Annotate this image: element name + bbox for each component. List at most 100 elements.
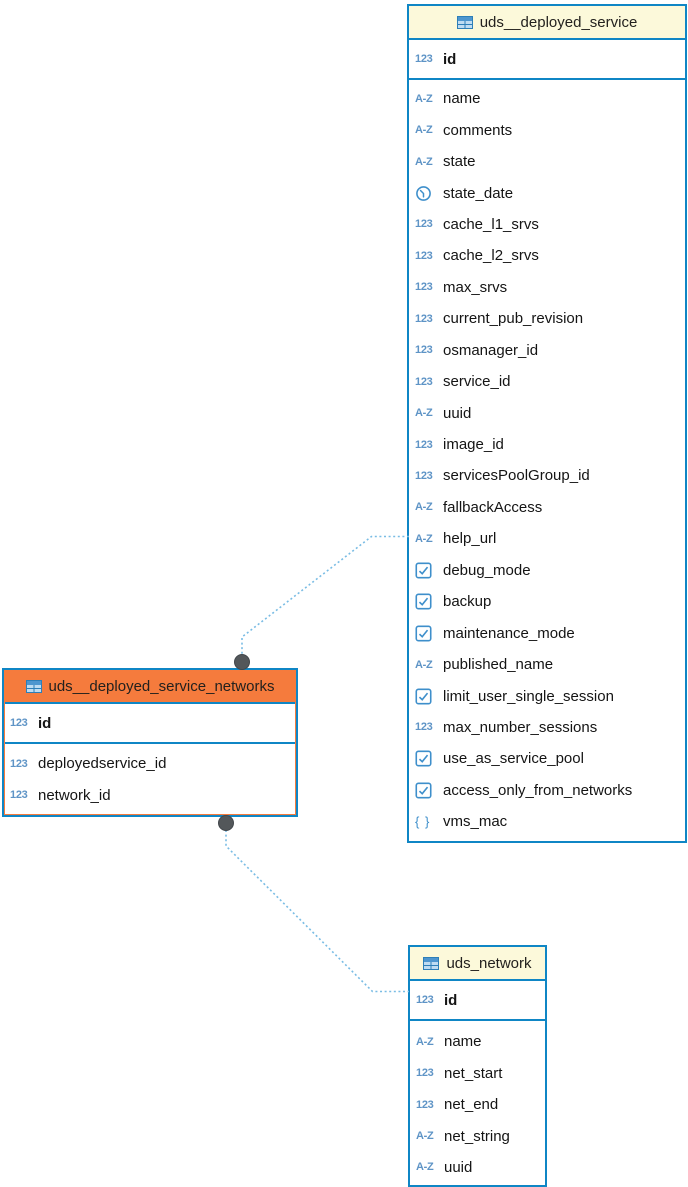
boolean-icon <box>415 750 440 767</box>
column-name: state_date <box>443 184 514 202</box>
numeric-icon: 123 <box>415 344 433 357</box>
relation-deployed_service_networks-to-deployed_service[interactable] <box>241 535 409 656</box>
column-name: vms_mac <box>443 813 508 831</box>
boolean-icon <box>415 625 440 642</box>
column-name: image_id <box>443 436 504 454</box>
entity-title: uds__deployed_service_networks <box>48 677 275 695</box>
column-row-servicesPoolGroup_id[interactable]: 123 servicesPoolGroup_id <box>409 460 685 491</box>
column-name: name <box>443 90 481 108</box>
numeric-icon: 123 <box>416 1067 434 1080</box>
column-name: access_only_from_networks <box>443 781 633 799</box>
column-row-max_srvs[interactable]: 123 max_srvs <box>409 272 685 303</box>
boolean-icon <box>415 782 440 799</box>
numeric-icon: 123 <box>10 757 28 770</box>
column-name: max_srvs <box>443 278 508 296</box>
numeric-icon: 123 <box>416 994 434 1006</box>
column-row-net_end[interactable]: 123 net_end <box>410 1089 545 1120</box>
column-name: debug_mode <box>443 561 531 579</box>
column-name: name <box>444 1033 482 1051</box>
column-row-state_date[interactable]: state_date <box>409 177 685 208</box>
column-name: servicesPoolGroup_id <box>443 467 590 485</box>
string-icon: A-Z <box>415 658 433 671</box>
column-name: uuid <box>444 1158 473 1176</box>
column-row-backup[interactable]: backup <box>409 586 685 617</box>
numeric-icon: 123 <box>415 375 433 388</box>
numeric-icon: 123 <box>10 717 28 729</box>
column-name: state <box>443 153 476 171</box>
numeric-icon: 123 <box>415 249 433 262</box>
column-name: network_id <box>38 786 111 804</box>
string-icon: A-Z <box>415 92 433 105</box>
relation-anchor-dot[interactable] <box>218 815 234 831</box>
table-icon <box>423 956 440 970</box>
column-name: uuid <box>443 404 472 422</box>
numeric-icon: 123 <box>10 789 28 802</box>
column-row-cache_l2_srvs[interactable]: 123 cache_l2_srvs <box>409 240 685 271</box>
column-name: limit_user_single_session <box>443 687 614 705</box>
column-row-network_id[interactable]: 123 network_id <box>4 779 296 810</box>
column-name: help_url <box>443 530 497 548</box>
column-row-limit_user_single_session[interactable]: limit_user_single_session <box>409 680 685 711</box>
column-row-comments[interactable]: A-Z comments <box>409 114 685 145</box>
column-row-name[interactable]: A-Z name <box>409 83 685 114</box>
numeric-icon: 123 <box>415 281 433 294</box>
table-icon <box>456 15 473 29</box>
boolean-icon <box>415 593 440 610</box>
column-name: fallbackAccess <box>443 498 543 516</box>
column-name: current_pub_revision <box>443 310 584 328</box>
datetime-icon <box>415 185 440 202</box>
column-row-debug_mode[interactable]: debug_mode <box>409 555 685 586</box>
numeric-icon: 123 <box>415 53 433 65</box>
numeric-icon: 123 <box>415 218 433 231</box>
relation-deployed_service_networks-to-network[interactable] <box>225 830 409 993</box>
numeric-icon: 123 <box>415 469 433 482</box>
entity-header[interactable]: uds_network <box>410 947 545 981</box>
column-row-osmanager_id[interactable]: 123 osmanager_id <box>409 335 685 366</box>
column-name: net_start <box>444 1064 503 1082</box>
json-icon: { } <box>415 814 431 830</box>
column-row-net_start[interactable]: 123 net_start <box>410 1057 545 1088</box>
column-row-use_as_service_pool[interactable]: use_as_service_pool <box>409 743 685 774</box>
numeric-icon: 123 <box>415 721 433 734</box>
entity-header[interactable]: uds__deployed_service_networks <box>4 670 296 704</box>
column-name: maintenance_mode <box>443 624 575 642</box>
string-icon: A-Z <box>415 124 433 137</box>
column-name: net_end <box>444 1096 499 1114</box>
string-icon: A-Z <box>416 1161 434 1174</box>
column-row-uuid[interactable]: A-Z uuid <box>410 1152 545 1183</box>
entity-title: uds_network <box>446 954 532 972</box>
column-name: cache_l2_srvs <box>443 247 539 265</box>
column-row-maintenance_mode[interactable]: maintenance_mode <box>409 617 685 648</box>
column-name: osmanager_id <box>443 341 539 359</box>
numeric-icon: 123 <box>416 1098 434 1111</box>
column-name: use_as_service_pool <box>443 750 584 768</box>
column-row-vms_mac[interactable]: { } vms_mac <box>409 806 685 837</box>
entity-header[interactable]: uds__deployed_service <box>409 6 685 40</box>
column-name: backup <box>443 593 492 611</box>
column-name: comments <box>443 121 513 139</box>
column-row-access_only_from_networks[interactable]: access_only_from_networks <box>409 775 685 806</box>
